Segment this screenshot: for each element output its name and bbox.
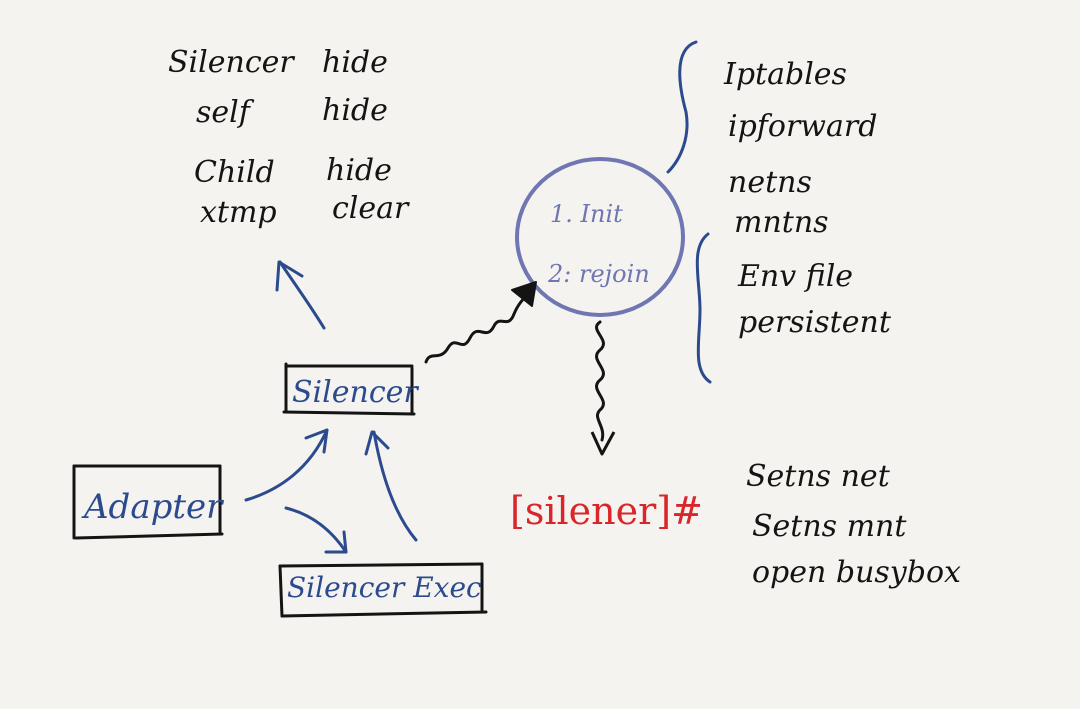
squiggle-head-circle bbox=[511, 281, 537, 307]
brace-rejoin bbox=[695, 232, 712, 384]
hide-item-xtmp: xtmp bbox=[200, 195, 277, 230]
arrow-adapter-to-exec-head bbox=[324, 530, 348, 554]
arrow-adapter-to-silencer-head bbox=[304, 428, 329, 454]
hide-action-silencer: hide bbox=[322, 45, 388, 80]
hide-item-silencer: Silencer bbox=[168, 45, 294, 80]
circle-step-init: 1. Init bbox=[550, 200, 623, 228]
hide-item-child: Child bbox=[194, 155, 275, 190]
adapter-box-label: Adapter bbox=[84, 487, 223, 527]
hide-item-self: self bbox=[196, 95, 250, 130]
squiggle-silencer-to-circle bbox=[424, 290, 532, 364]
silencer-box bbox=[282, 362, 416, 416]
adapter-box bbox=[72, 464, 224, 540]
arrow-adapter-to-silencer bbox=[244, 428, 329, 502]
init-step-mntns: mntns bbox=[734, 205, 829, 240]
rejoin-step-persistent: persistent bbox=[738, 305, 891, 340]
hide-action-xtmp: clear bbox=[332, 191, 409, 226]
squiggle-arrow-heads bbox=[511, 281, 616, 456]
arrow-exec-to-silencer bbox=[372, 430, 418, 542]
arrow-silencer-to-hide-list-head bbox=[275, 260, 304, 292]
brace-init bbox=[666, 40, 698, 174]
arrow-silencer-to-hide-list bbox=[278, 260, 326, 330]
blue-arrows bbox=[244, 260, 418, 554]
silencer-exec-box bbox=[278, 562, 488, 618]
circle-step-rejoin: 2: rejoin bbox=[548, 260, 650, 288]
arrow-exec-to-silencer-head bbox=[364, 430, 390, 456]
init-step-netns: netns bbox=[728, 165, 812, 200]
hide-action-child: hide bbox=[326, 153, 392, 188]
squiggle-head-prompt bbox=[590, 431, 616, 456]
shell-command-open-busybox: open busybox bbox=[752, 555, 961, 590]
silencer-exec-box-label: Silencer Exec bbox=[287, 571, 482, 604]
rejoin-step-env-file: Env file bbox=[738, 259, 854, 294]
init-step-iptables: Iptables bbox=[724, 57, 847, 92]
hide-action-self: hide bbox=[322, 93, 388, 128]
shell-prompt: [silener]# bbox=[510, 489, 703, 533]
squiggle-arrows bbox=[424, 290, 605, 442]
squiggle-circle-to-prompt bbox=[595, 320, 605, 442]
init-rejoin-circle bbox=[515, 157, 685, 317]
arrow-adapter-to-exec bbox=[284, 506, 348, 554]
shell-command-setns-mnt: Setns mnt bbox=[752, 509, 907, 544]
silencer-box-label: Silencer bbox=[292, 375, 418, 410]
init-step-ipforward: ipforward bbox=[728, 109, 878, 144]
braces bbox=[666, 40, 712, 384]
shell-command-setns-net: Setns net bbox=[746, 459, 890, 494]
